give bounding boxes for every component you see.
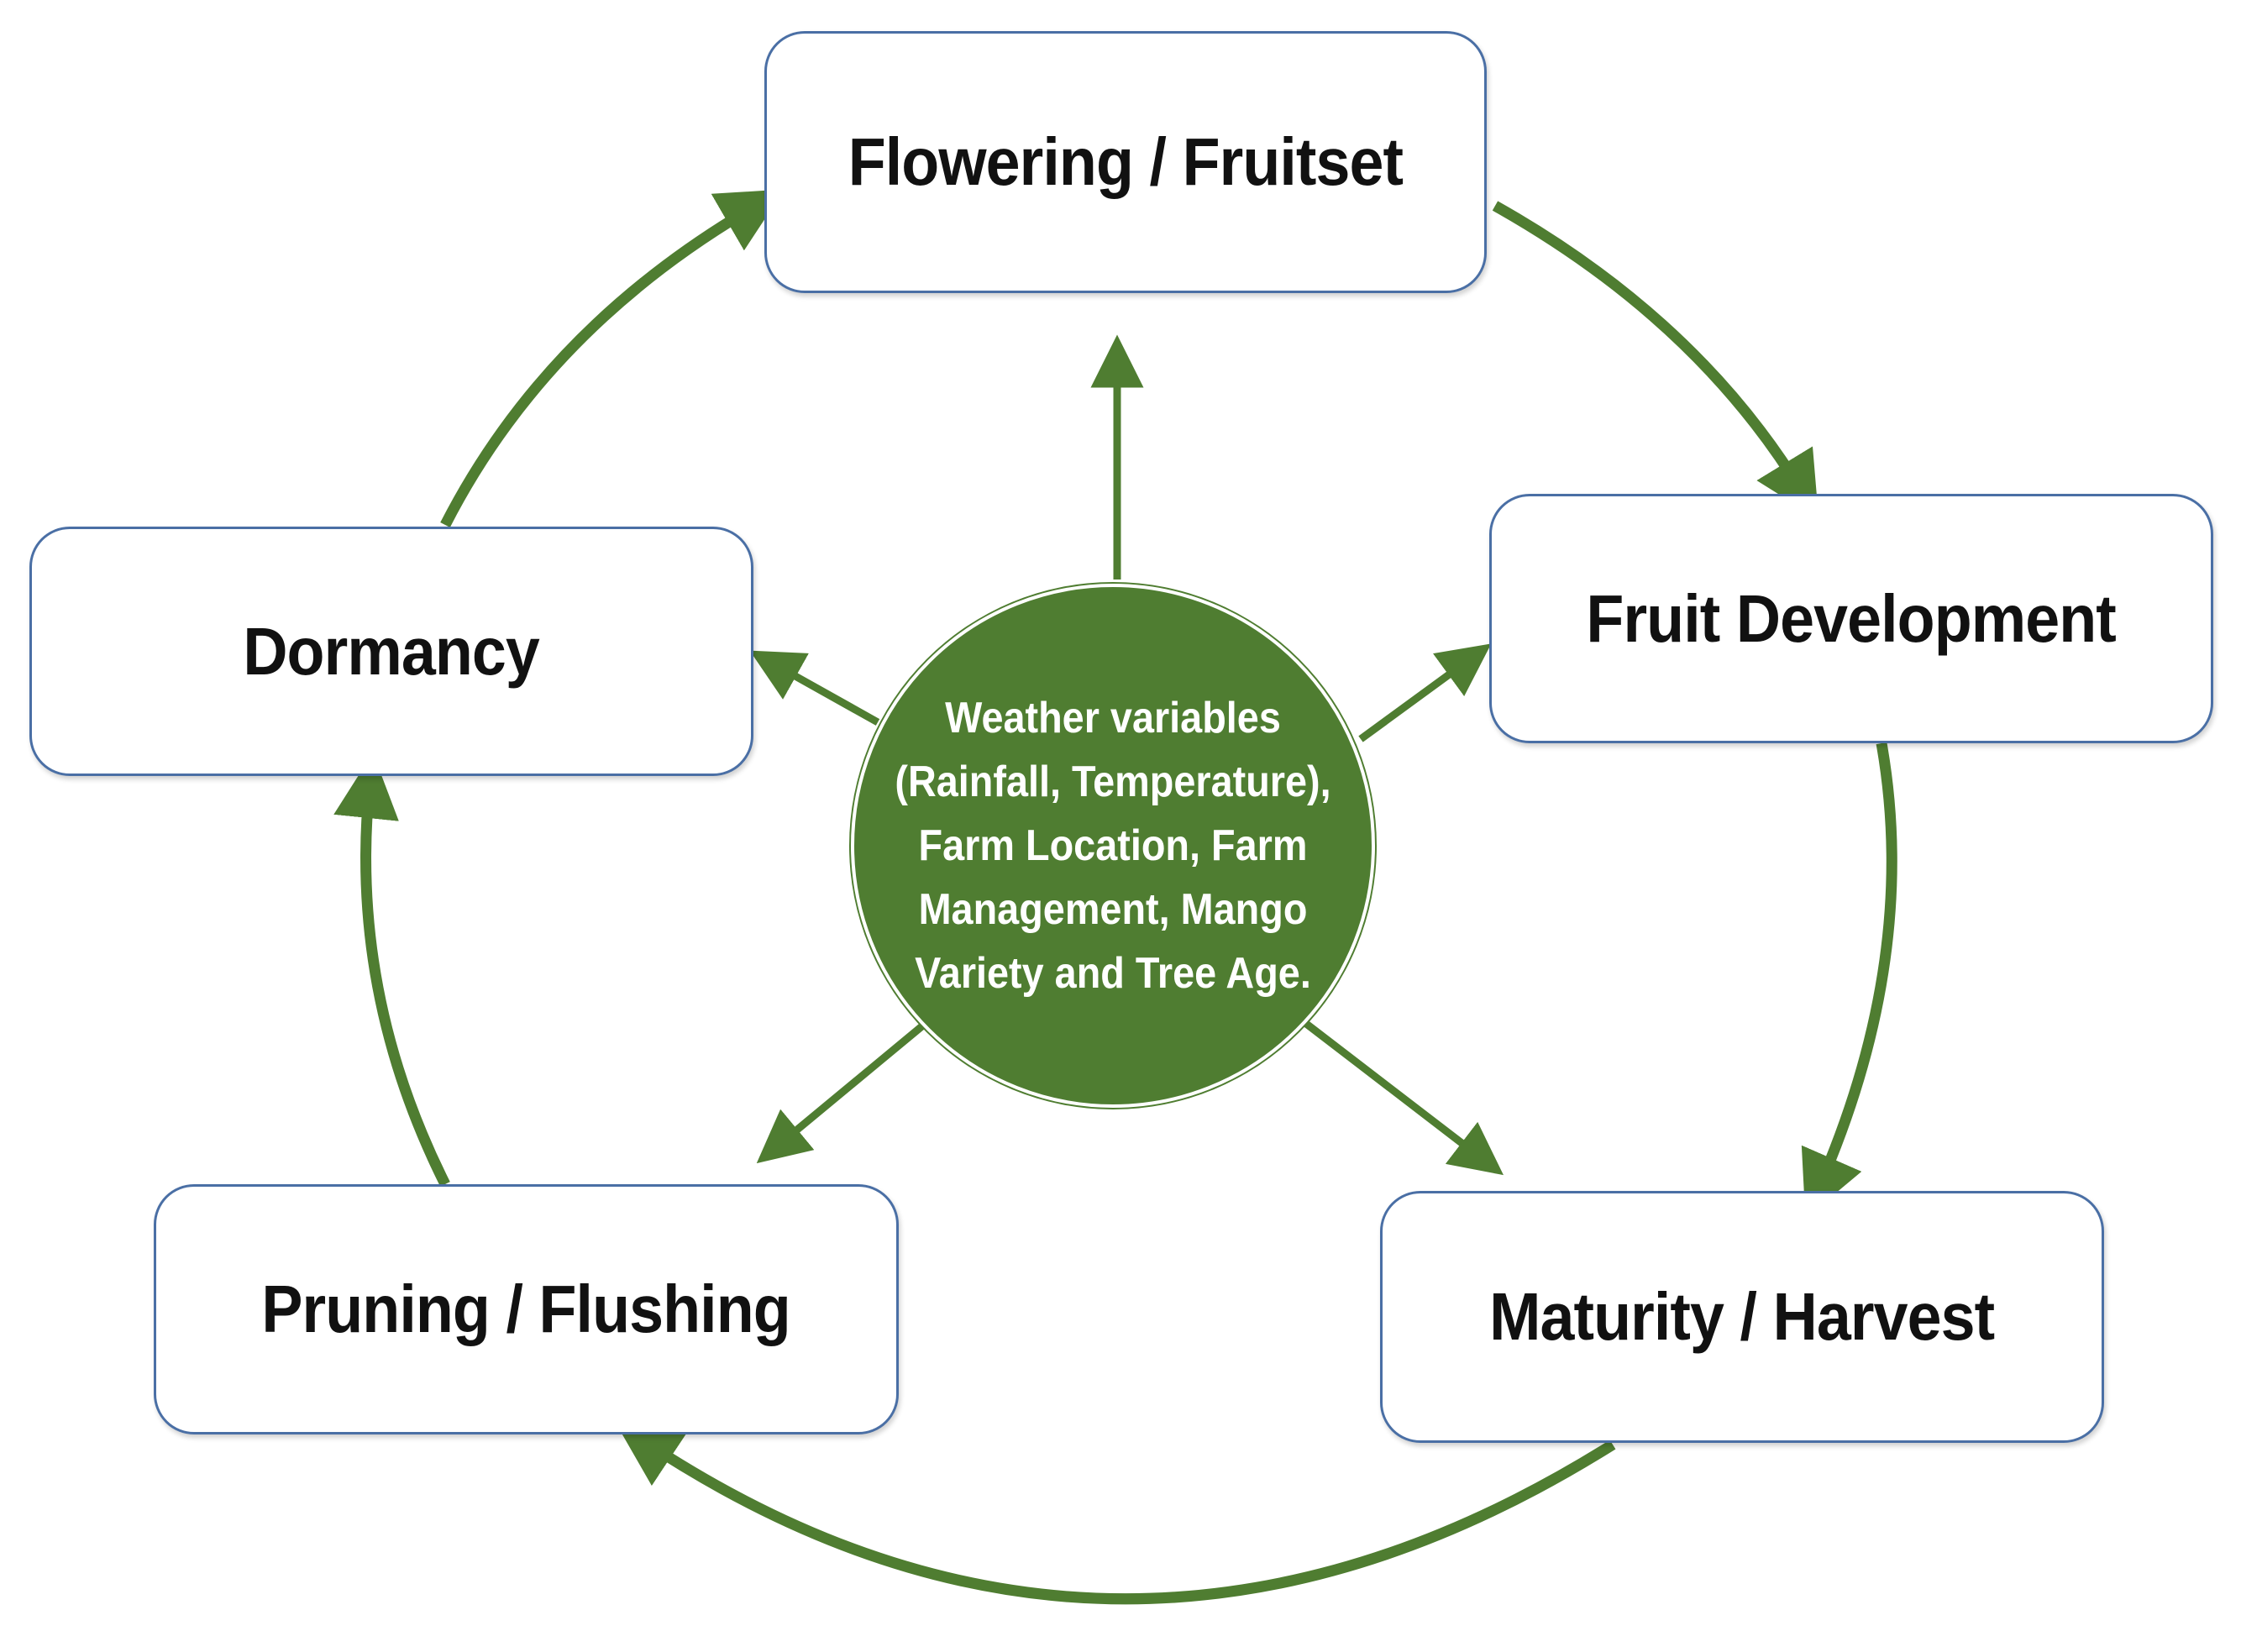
stage-dormancy-label: Dormancy: [243, 613, 541, 689]
stage-flowering-box: Flowering / Fruitset: [764, 31, 1487, 293]
stage-pruning-box: Pruning / Flushing: [154, 1184, 899, 1434]
radial-arrow-to-dormancy: [749, 650, 880, 726]
cycle-arrow-pruning-to-dormancy: [333, 753, 450, 1187]
cycle-arrow-dormancy-to-flowering: [440, 189, 785, 527]
center-line: Farm Location, Farm: [918, 821, 1308, 870]
radial-arrow-to-maturity: [1299, 1017, 1504, 1176]
cycle-arrow-fruit-development-to-maturity: [1801, 742, 1897, 1219]
radial-arrow-to-fruit-development: [1358, 643, 1492, 742]
stage-dormancy-box: Dormancy: [29, 527, 753, 776]
stage-flowering-label: Flowering / Fruitset: [848, 124, 1404, 199]
cycle-arrow-flowering-to-fruit-development: [1492, 201, 1819, 520]
center-factors-circle: Weather variables (Rainfall, Temperature…: [851, 584, 1375, 1108]
center-factors-text: Weather variables (Rainfall, Temperature…: [886, 686, 1340, 1005]
center-line: Weather variables: [945, 694, 1281, 742]
center-line: (Rainfall, Temperature),: [895, 758, 1331, 806]
stage-pruning-label: Pruning / Flushing: [261, 1272, 791, 1346]
cycle-arrow-maturity-to-pruning: [615, 1422, 1616, 1605]
radial-arrow-to-pruning: [756, 1021, 926, 1164]
stage-fruit-development-label: Fruit Development: [1586, 580, 2117, 656]
stage-maturity-label: Maturity / Harvest: [1489, 1279, 1995, 1354]
center-line: Variety and Tree Age.: [915, 949, 1311, 998]
stage-fruit-development-box: Fruit Development: [1489, 494, 2213, 743]
stage-maturity-box: Maturity / Harvest: [1380, 1191, 2104, 1443]
center-line: Management, Mango: [918, 885, 1308, 934]
